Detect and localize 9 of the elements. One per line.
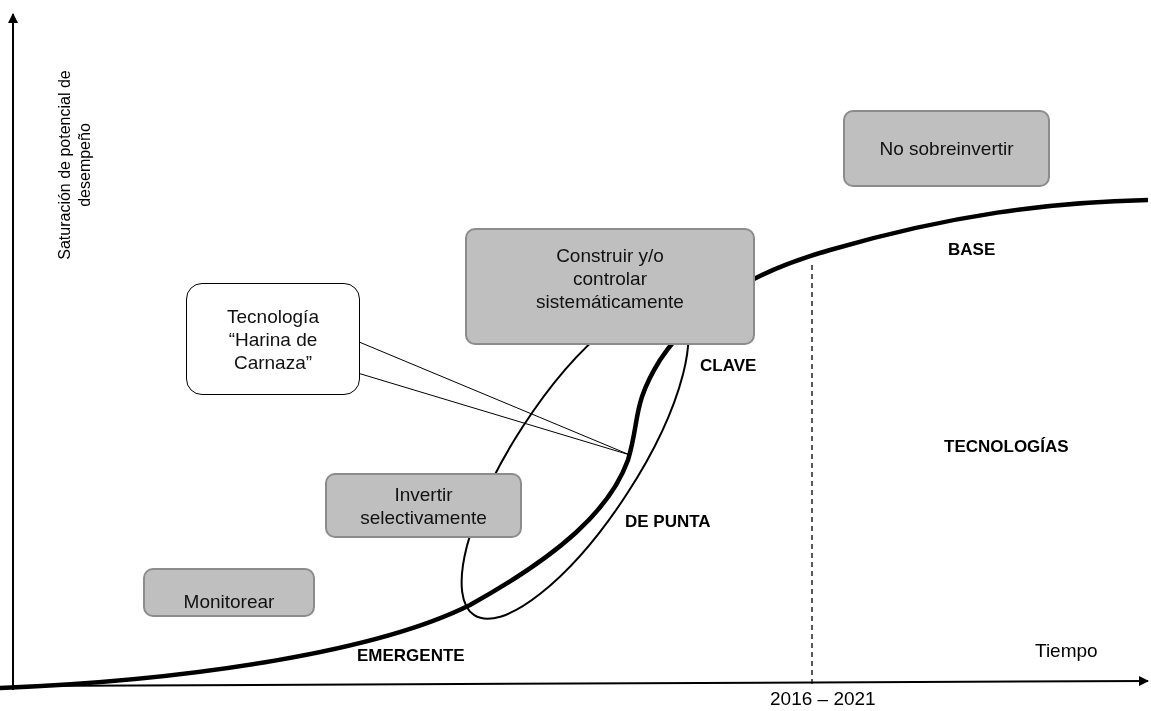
region-label: TECNOLOGÍAS bbox=[944, 437, 1069, 457]
region-label: EMERGENTE bbox=[357, 646, 465, 666]
date-range-label: 2016 – 2021 bbox=[770, 688, 876, 710]
strategy-box: No sobreinvertir bbox=[843, 110, 1050, 187]
axis-title: Saturación de potencial de desempeño bbox=[55, 69, 94, 262]
axis-title: Tiempo bbox=[1035, 640, 1098, 662]
region-label: BASE bbox=[948, 240, 996, 260]
region-label: DE PUNTA bbox=[625, 512, 711, 532]
region-label: CLAVE bbox=[700, 356, 757, 376]
